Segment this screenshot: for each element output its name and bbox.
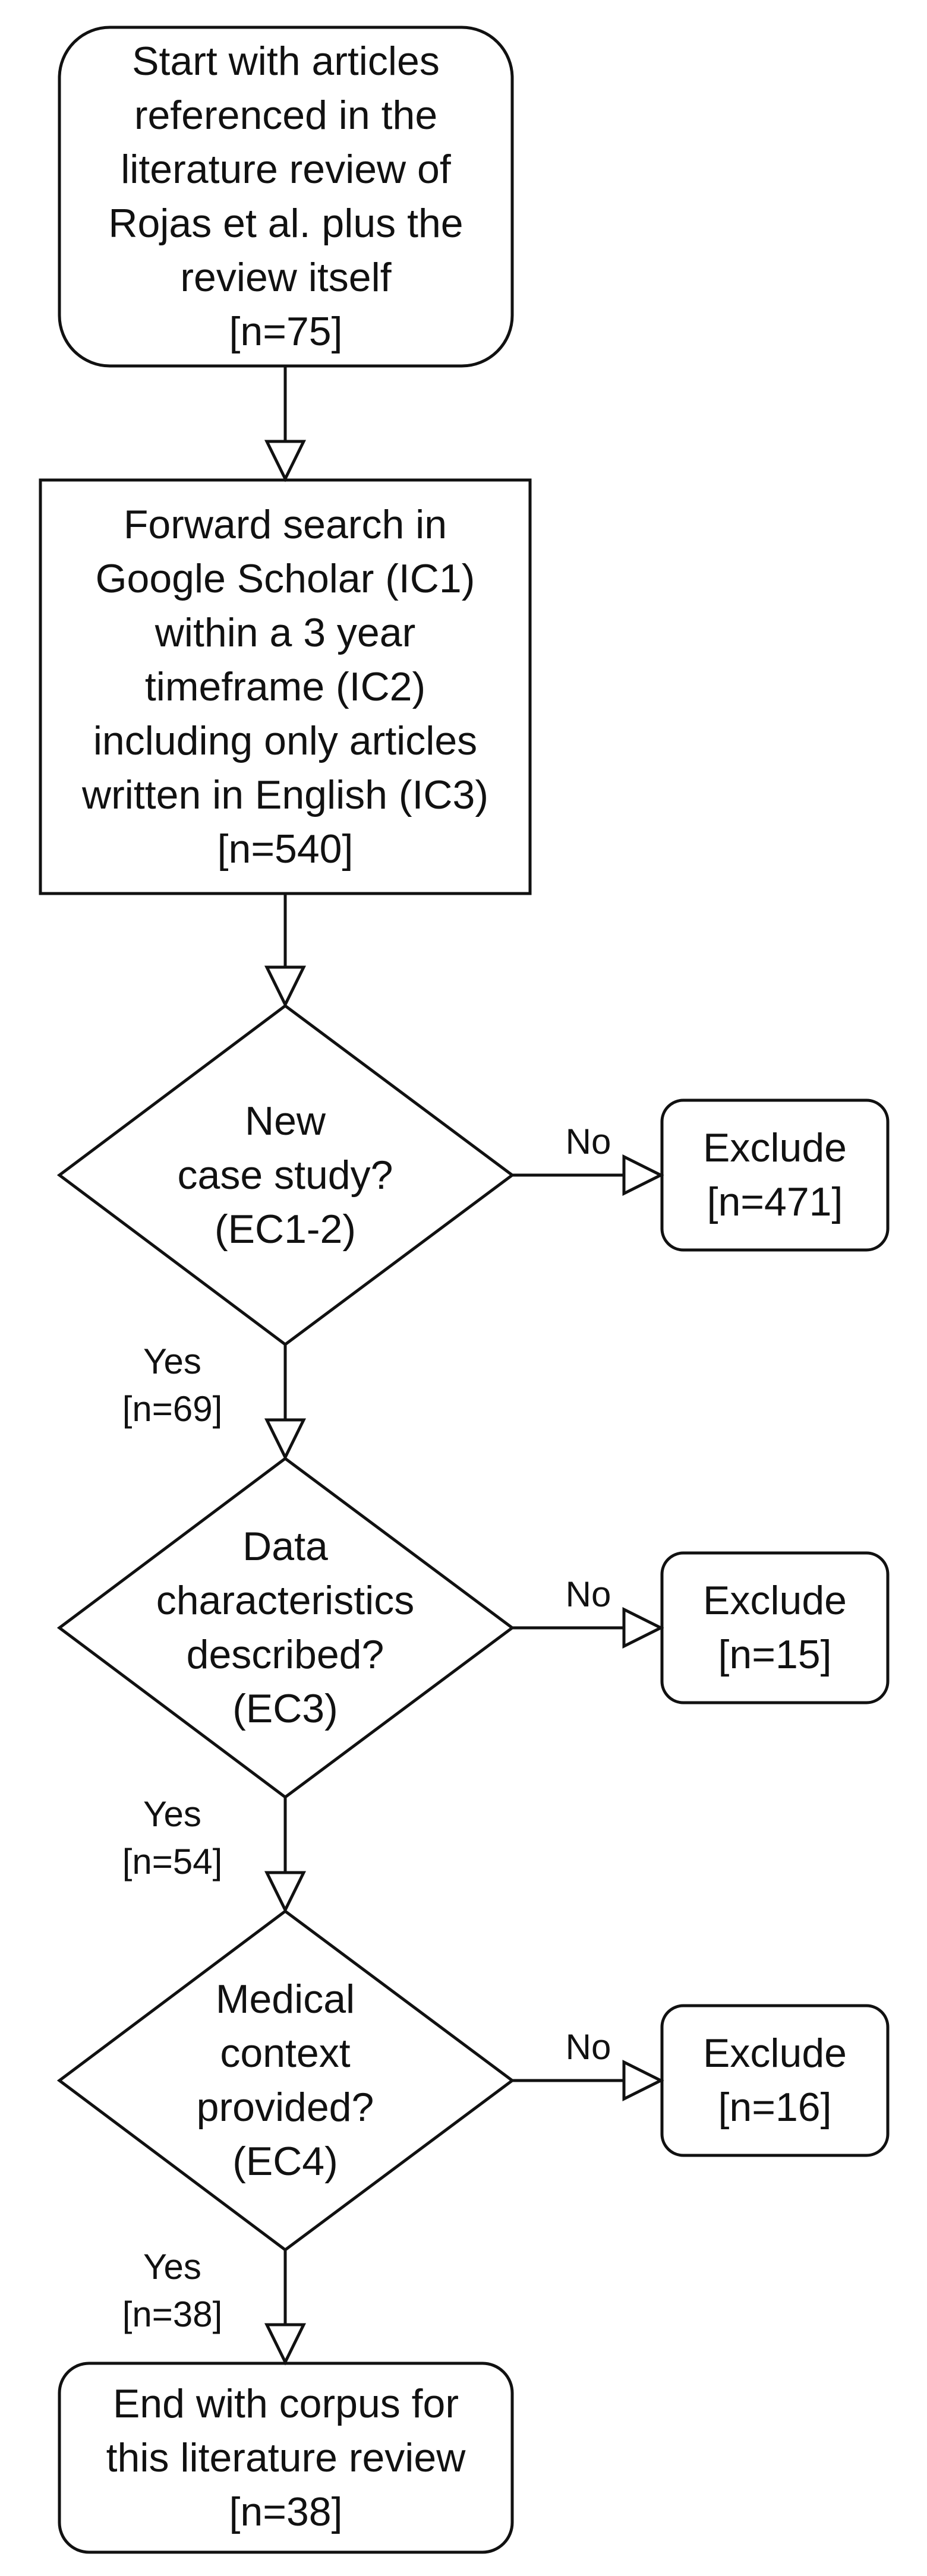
- edge-label-yes-2: Yes [n=54]: [122, 1794, 223, 1882]
- arrowhead-start-to-search: [264, 440, 307, 482]
- arrowhead-decision-2-to-decision-3: [264, 1871, 307, 1914]
- arrowhead-search-to-decision-1: [264, 965, 307, 1008]
- exclude-3-label: Exclude [n=16]: [703, 2031, 847, 2130]
- decision-1-label: New case study? (EC1-2): [177, 1098, 393, 1252]
- arrowhead-decision-2-to-exclude-2: [622, 1606, 664, 1649]
- forward-search-node-shape: [39, 478, 532, 895]
- arrowhead-decision-3-to-end: [264, 2323, 307, 2366]
- edge-label-no-2: No: [565, 1574, 611, 1614]
- edge-label-no-1: No: [565, 1122, 611, 1161]
- start-node-label: Start with articles referenced in the li…: [108, 39, 464, 354]
- exclude-1-label: Exclude [n=471]: [703, 1125, 847, 1224]
- decision-2-label: Data characteristics described? (EC3): [156, 1524, 415, 1731]
- end-node-label: End with corpus for this literature revi…: [106, 2381, 466, 2534]
- forward-search-node-label: Forward search in Google Scholar (IC1) w…: [81, 501, 489, 872]
- arrowhead-decision-3-to-exclude-3: [622, 2059, 664, 2102]
- arrowhead-decision-1-to-decision-2: [264, 1418, 307, 1461]
- edge-label-no-3: No: [565, 2027, 611, 2067]
- exclude-2-label: Exclude [n=15]: [703, 1578, 847, 1677]
- decision-3-label: Medical context provided? (EC4): [196, 1977, 374, 2184]
- arrowhead-decision-1-to-exclude-1: [622, 1154, 664, 1197]
- edge-label-yes-3: Yes [n=38]: [122, 2247, 223, 2334]
- edge-label-yes-1: Yes [n=69]: [122, 1341, 223, 1429]
